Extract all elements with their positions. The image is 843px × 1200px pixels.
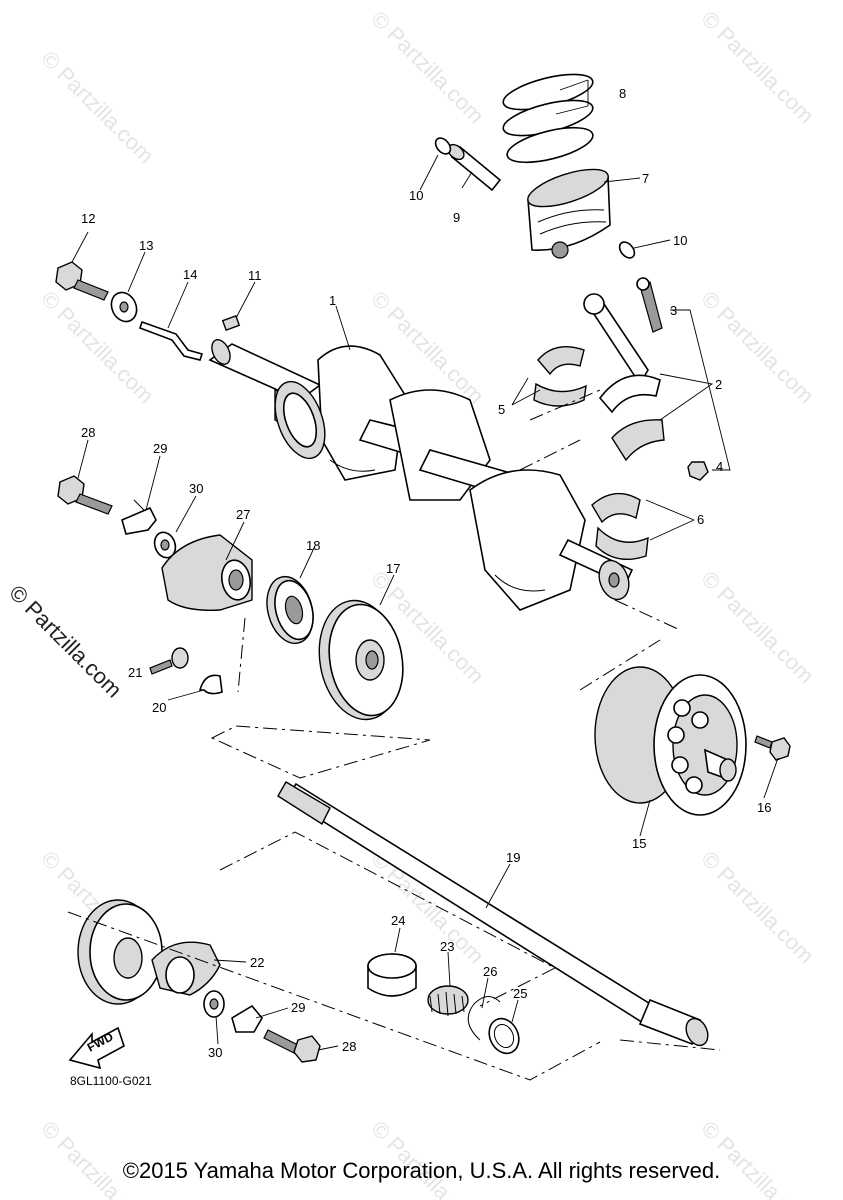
gear-bottom xyxy=(77,899,163,1005)
callouts: 8 7 9 10 10 12 13 14 11 1 3 2 4 5 6 28 2… xyxy=(81,86,771,1060)
watermark-tile: © Partzilla.com xyxy=(696,566,819,689)
crank-journal-bearings xyxy=(591,492,649,560)
lock-washer-29-bottom xyxy=(231,1004,263,1033)
balancer-gear-18 xyxy=(318,599,404,721)
balancer-weight-20 xyxy=(151,941,221,996)
callout-label: 24 xyxy=(391,913,405,928)
primary-drive-gear-15 xyxy=(594,666,747,816)
bolt-28-top xyxy=(57,475,113,515)
callout-label: 21 xyxy=(128,665,142,680)
callout-label: 16 xyxy=(757,800,771,815)
collar-24 xyxy=(367,953,417,997)
callout-label: 9 xyxy=(453,210,460,225)
watermark-tile: © Partzilla.com xyxy=(36,286,159,409)
callout-label: 4 xyxy=(716,459,723,474)
leader-lines xyxy=(71,79,779,1051)
callout-label: 28 xyxy=(81,425,95,440)
callout-label: 6 xyxy=(697,512,704,527)
callout-label: 18 xyxy=(306,538,320,553)
watermark-tile: © Partzilla.com xyxy=(366,6,489,129)
callout-label: 26 xyxy=(483,964,497,979)
callout-label: 28 xyxy=(342,1039,356,1054)
connecting-rod xyxy=(583,293,665,462)
flange-bolt-12 xyxy=(55,261,109,301)
lock-washer-29-top xyxy=(121,499,157,535)
watermark-tile: © Partzilla.com xyxy=(36,46,159,169)
washer-25 xyxy=(488,1017,520,1055)
callout-label: 27 xyxy=(236,507,250,522)
callout-label: 2 xyxy=(715,377,722,392)
washer-30-bottom xyxy=(203,990,225,1018)
callout-label: 5 xyxy=(498,402,505,417)
balancer-weight-27 xyxy=(161,534,253,611)
watermark-tile: © Partzilla.com xyxy=(696,846,819,969)
callout-label: 10 xyxy=(673,233,687,248)
crankshaft xyxy=(208,339,634,611)
copyright-notice: ©2015 Yamaha Motor Corporation, U.S.A. A… xyxy=(122,1158,721,1183)
circlip-26 xyxy=(467,996,501,1041)
diagram-code: 8GL1100-G021 xyxy=(70,1074,152,1088)
callout-label: 12 xyxy=(81,211,95,226)
callout-label: 17 xyxy=(386,561,400,576)
callout-label: 11 xyxy=(248,268,262,283)
lock-washer-21 xyxy=(198,674,223,695)
callout-label: 22 xyxy=(250,955,264,970)
bearing-19 xyxy=(266,575,314,645)
fwd-arrow: FWD xyxy=(68,1026,125,1070)
callout-label: 23 xyxy=(440,939,454,954)
callout-label: 19 xyxy=(506,850,520,865)
callout-label: 29 xyxy=(153,441,167,456)
piston-rings xyxy=(502,73,594,164)
washer-13 xyxy=(110,291,138,323)
callout-label: 30 xyxy=(189,481,203,496)
callout-label: 3 xyxy=(670,303,677,318)
callout-label: 30 xyxy=(208,1045,222,1060)
callout-label: 8 xyxy=(619,86,626,101)
piston-pin-clips xyxy=(434,137,636,259)
plate-spring-14 xyxy=(138,320,204,361)
washer-30-top xyxy=(153,531,177,559)
balancer-shaft-17 xyxy=(277,781,709,1047)
needle-bearing-23 xyxy=(427,985,469,1017)
callout-label: 15 xyxy=(632,836,646,851)
assembly-lines xyxy=(67,389,721,1081)
bolt-28-bottom xyxy=(263,1029,321,1063)
piston xyxy=(527,168,611,259)
callout-label: 20 xyxy=(152,700,166,715)
piston-pin xyxy=(447,143,502,192)
callout-label: 1 xyxy=(329,293,336,308)
callout-label: 25 xyxy=(513,986,527,1001)
callout-label: 14 xyxy=(183,267,197,282)
callout-label: 13 xyxy=(139,238,153,253)
woodruff-key xyxy=(221,315,241,331)
bolt-16 xyxy=(754,735,791,761)
callout-label: 7 xyxy=(642,171,649,186)
callout-label: 29 xyxy=(291,1000,305,1015)
watermark-tile: © Partzilla.com xyxy=(696,6,819,129)
crank-gear xyxy=(274,380,326,460)
rod-bearings xyxy=(533,346,587,407)
screw-22 xyxy=(149,647,189,675)
callout-label: 10 xyxy=(409,188,423,203)
rod-bolts-and-nuts xyxy=(636,277,709,481)
